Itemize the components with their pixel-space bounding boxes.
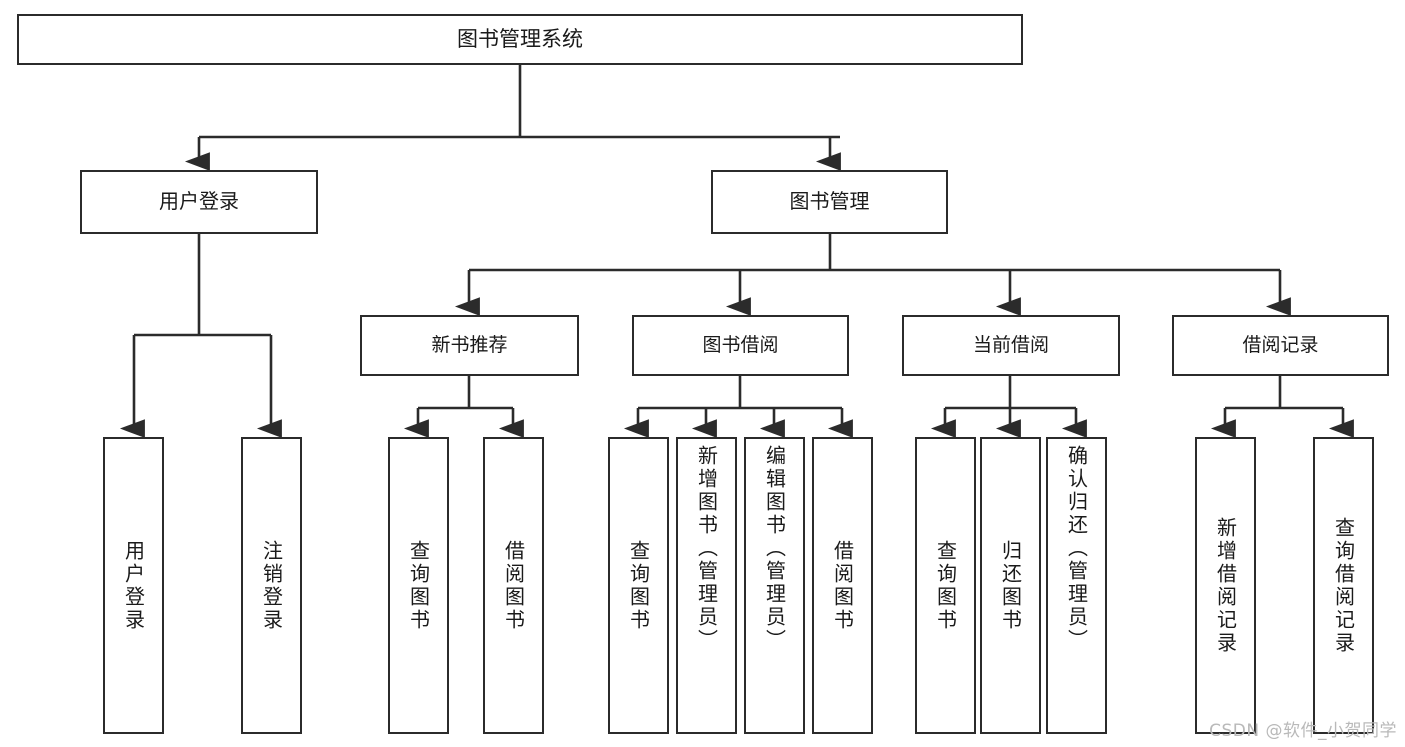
leaf-query-book-new[interactable]: 查询图书 (388, 437, 449, 734)
watermark: CSDN @软件_小贺同学 (1209, 721, 1397, 741)
leaf-edit-book-admin[interactable]: 编辑图书（管理员） (744, 437, 805, 734)
leaf-query-book-new-label: 查询图书 (406, 539, 431, 632)
leaf-query-book-borrow[interactable]: 查询图书 (608, 437, 669, 734)
node-new-book-recommend[interactable]: 新书推荐 (360, 315, 579, 376)
leaf-user-login[interactable]: 用户登录 (103, 437, 164, 734)
node-borrow-record-label: 借阅记录 (1242, 334, 1319, 357)
node-borrow-record[interactable]: 借阅记录 (1172, 315, 1389, 376)
leaf-query-book-borrow-label: 查询图书 (626, 539, 651, 632)
node-book-management[interactable]: 图书管理 (711, 170, 948, 234)
leaf-query-book-current[interactable]: 查询图书 (915, 437, 976, 734)
leaf-borrow-book-new-label: 借阅图书 (501, 539, 526, 632)
leaf-borrow-book[interactable]: 借阅图书 (812, 437, 873, 734)
leaf-edit-book-admin-label: 编辑图书（管理员） (762, 445, 787, 652)
leaf-user-login-label: 用户登录 (121, 539, 146, 632)
leaf-logout-label: 注销登录 (259, 539, 284, 632)
node-new-book-recommend-label: 新书推荐 (431, 334, 508, 357)
node-book-borrow[interactable]: 图书借阅 (632, 315, 849, 376)
leaf-confirm-return-admin-label: 确认归还（管理员） (1064, 445, 1089, 652)
leaf-add-borrow-record[interactable]: 新增借阅记录 (1195, 437, 1256, 734)
node-book-borrow-label: 图书借阅 (702, 334, 779, 357)
node-root-system-label: 图书管理系统 (457, 27, 583, 52)
leaf-borrow-book-label: 借阅图书 (830, 539, 855, 632)
leaf-borrow-book-new[interactable]: 借阅图书 (483, 437, 544, 734)
leaf-query-book-current-label: 查询图书 (933, 539, 958, 632)
leaf-add-borrow-record-label: 新增借阅记录 (1213, 516, 1238, 655)
node-book-management-label: 图书管理 (789, 189, 870, 214)
node-user-login[interactable]: 用户登录 (80, 170, 318, 234)
node-current-borrow[interactable]: 当前借阅 (902, 315, 1120, 376)
leaf-return-book[interactable]: 归还图书 (980, 437, 1041, 734)
leaf-add-book-admin[interactable]: 新增图书（管理员） (676, 437, 737, 734)
leaf-add-book-admin-label: 新增图书（管理员） (694, 445, 719, 652)
node-user-login-label: 用户登录 (159, 189, 239, 214)
node-root-system[interactable]: 图书管理系统 (17, 14, 1023, 65)
leaf-logout[interactable]: 注销登录 (241, 437, 302, 734)
node-current-borrow-label: 当前借阅 (972, 334, 1049, 357)
leaf-return-book-label: 归还图书 (998, 539, 1023, 632)
leaf-query-borrow-record[interactable]: 查询借阅记录 (1313, 437, 1374, 734)
leaf-query-borrow-record-label: 查询借阅记录 (1331, 516, 1356, 655)
leaf-confirm-return-admin[interactable]: 确认归还（管理员） (1046, 437, 1107, 734)
